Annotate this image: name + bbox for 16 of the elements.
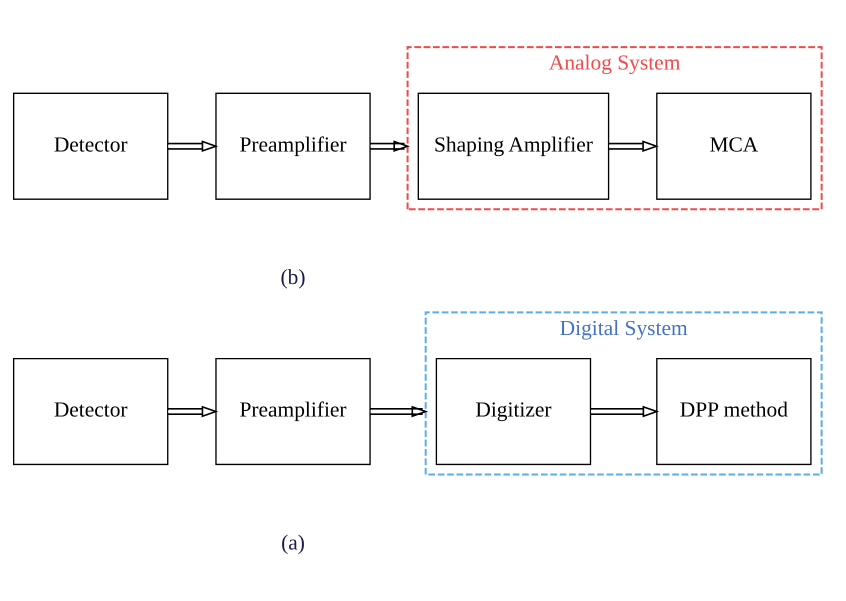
arrow: [370, 140, 410, 152]
arrow: [168, 405, 218, 417]
node-box: Shaping Amplifier: [418, 92, 610, 200]
label: (b): [280, 264, 306, 288]
node-box: Preamplifier: [215, 357, 371, 465]
node-box: DPP method: [656, 357, 812, 465]
label: (a): [281, 530, 305, 554]
node-box: Preamplifier: [215, 92, 371, 200]
node-box: Detector: [12, 92, 168, 200]
node-box: Detector: [12, 357, 168, 465]
arrow: [370, 405, 428, 417]
arrow: [609, 140, 659, 152]
arrow: [168, 140, 218, 152]
arrow: [590, 405, 660, 417]
node-box: Digitizer: [436, 357, 592, 465]
node-box: MCA: [656, 92, 812, 200]
